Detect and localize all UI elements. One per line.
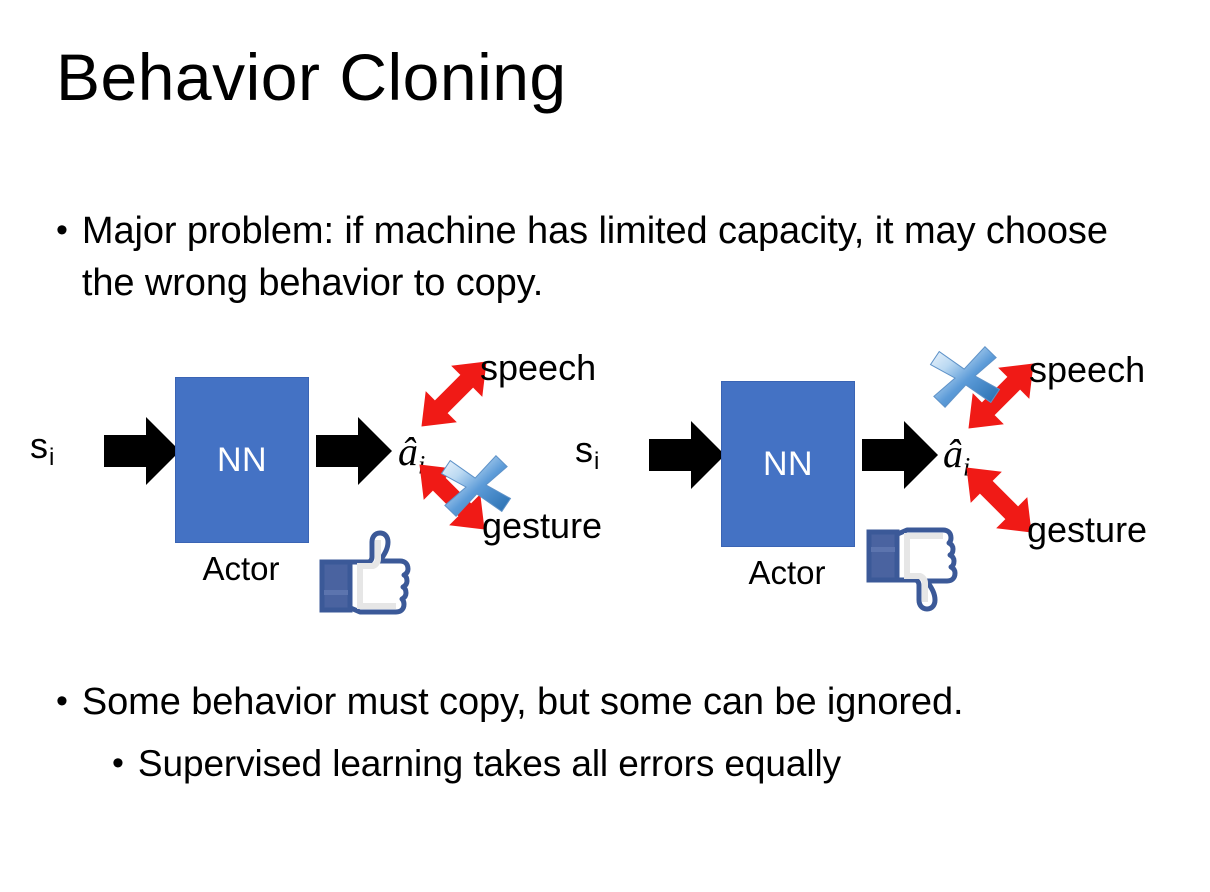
page-title: Behavior Cloning <box>56 40 567 114</box>
state-label-left: si <box>30 425 55 472</box>
state-label-right: si <box>575 429 600 476</box>
diagram-right: si NN Actor âi speech <box>565 330 1165 640</box>
gesture-label-right: gesture <box>1027 509 1148 550</box>
speech-arrow-right <box>949 344 1053 448</box>
bullet-marker-icon: • <box>56 682 68 720</box>
input-arrow-right <box>649 419 725 491</box>
cross-out-icon-speech-right <box>929 344 1001 410</box>
bullet-bottom-1: • Some behavior must copy, but some can … <box>56 676 1176 728</box>
nn-box-right: NN <box>721 381 855 547</box>
output-arrow-right <box>862 419 938 491</box>
diagram-left: si NN Actor âi speech <box>20 330 620 640</box>
bullet-bottom-1-text: Some behavior must copy, but some can be… <box>81 681 964 723</box>
actor-caption-right: Actor <box>748 554 826 591</box>
bullet-bottom-2-text: Supervised learning takes all errors equ… <box>137 743 841 784</box>
output-arrow-left <box>316 415 392 487</box>
nn-box-left: NN <box>175 377 309 543</box>
input-arrow-left <box>104 415 180 487</box>
actor-caption-left: Actor <box>202 550 280 587</box>
nn-label-left: NN <box>216 441 268 479</box>
speech-label-left: speech <box>480 347 597 388</box>
nn-label-right: NN <box>762 445 814 483</box>
gesture-label-left: gesture <box>482 505 603 546</box>
gesture-arrow-left <box>400 445 504 549</box>
bullet-top: • Major problem: if machine has limited … <box>56 205 1116 310</box>
bullet-marker-icon: • <box>112 744 124 782</box>
gesture-arrow-right <box>947 448 1051 552</box>
thumbs-down-icon-right <box>863 522 961 614</box>
thumbs-up-icon-left <box>316 528 414 620</box>
cross-out-icon-gesture-left <box>440 453 512 519</box>
speech-label-right: speech <box>1029 349 1146 390</box>
speech-arrow-left <box>402 342 506 446</box>
bullet-top-text: Major problem: if machine has limited ca… <box>81 210 1108 305</box>
bullet-marker-icon: • <box>56 211 68 249</box>
action-label-right: âi <box>943 431 971 482</box>
behavior-cloning-figure: si NN Actor âi speech <box>0 330 1210 640</box>
bullet-bottom-2: • Supervised learning takes all errors e… <box>112 738 1172 789</box>
